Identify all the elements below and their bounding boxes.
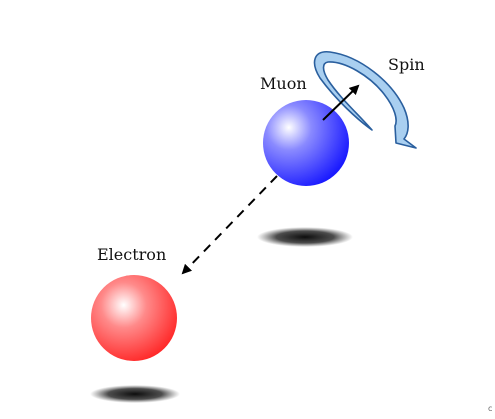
spin-label: Spin bbox=[388, 55, 425, 74]
decay-dashed-arrow bbox=[181, 175, 278, 275]
electron-sphere bbox=[91, 275, 177, 361]
corner-mark: c bbox=[488, 404, 493, 413]
muon-shadow bbox=[257, 227, 353, 247]
electron-label: Electron bbox=[97, 245, 167, 264]
spin-direction-arrow bbox=[322, 84, 360, 121]
electron-shadow bbox=[90, 385, 180, 403]
spin-arrow-icon bbox=[313, 51, 417, 149]
muon-sphere bbox=[263, 100, 349, 186]
muon-label: Muon bbox=[260, 74, 307, 93]
